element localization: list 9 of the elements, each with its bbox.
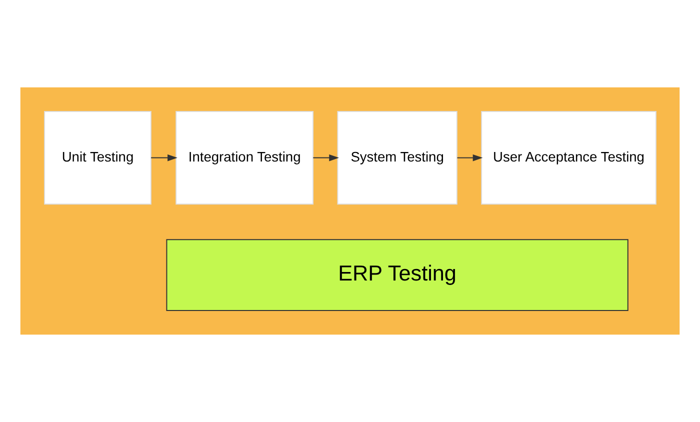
node-box: System Testing xyxy=(337,110,458,205)
arrow xyxy=(312,154,339,162)
node-box: Unit Testing xyxy=(44,110,152,205)
node-box: Integration Testing xyxy=(176,110,314,205)
arrow xyxy=(150,154,178,162)
node-box: ERP Testing xyxy=(166,239,628,312)
arrow xyxy=(456,154,483,162)
node-box: User Acceptance Testing xyxy=(481,110,656,205)
cluster xyxy=(20,87,680,335)
